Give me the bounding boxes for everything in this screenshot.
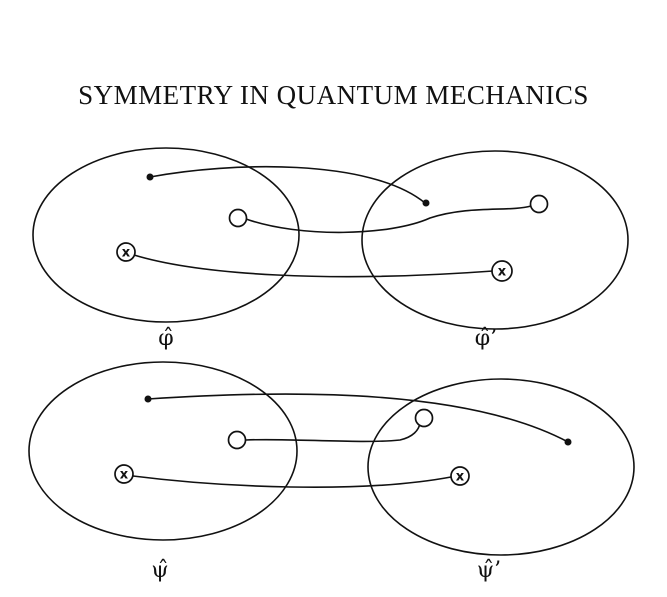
- state-dot-left: [144, 395, 152, 403]
- bottom-diagram: x x ψ̂ ψ̂’: [28, 361, 635, 583]
- state-set-psi-prime: [367, 378, 635, 556]
- label-psi: ψ̂: [151, 558, 168, 583]
- mapping-curve-x: [133, 254, 494, 278]
- state-dot-left: [146, 173, 154, 181]
- state-set-phi-prime: [361, 150, 629, 330]
- page-title: SYMMETRY IN QUANTUM MECHANICS: [78, 80, 589, 110]
- x-symbol-left: x: [120, 468, 129, 483]
- label-psi-prime: ψ̂’: [477, 558, 501, 583]
- mapping-curve-circle: [245, 422, 421, 443]
- state-set-psi: [28, 361, 298, 541]
- mapping-curve-dot: [147, 393, 569, 443]
- label-phi: φ̂: [158, 326, 173, 351]
- state-circle-right: [414, 408, 434, 428]
- mapping-curve-circle: [245, 205, 532, 234]
- state-dot-right: [422, 199, 430, 207]
- mapping-curve-x: [132, 475, 452, 489]
- state-x-right: [491, 260, 513, 282]
- top-diagram: x x φ̂ φ̂’: [32, 147, 629, 351]
- state-x-left: [116, 242, 136, 262]
- mapping-curve-dot: [149, 165, 426, 204]
- state-x-left: [114, 464, 134, 484]
- x-symbol-left: x: [122, 246, 131, 261]
- state-x-right: [450, 466, 470, 486]
- state-circle-right: [529, 194, 549, 214]
- state-dot-right: [564, 438, 572, 446]
- label-phi-prime: φ̂’: [475, 326, 497, 351]
- state-circle-left: [227, 430, 247, 450]
- state-set-phi: [32, 147, 300, 323]
- x-symbol-right: x: [456, 470, 465, 485]
- state-circle-left: [228, 208, 248, 228]
- x-symbol-right: x: [498, 265, 507, 280]
